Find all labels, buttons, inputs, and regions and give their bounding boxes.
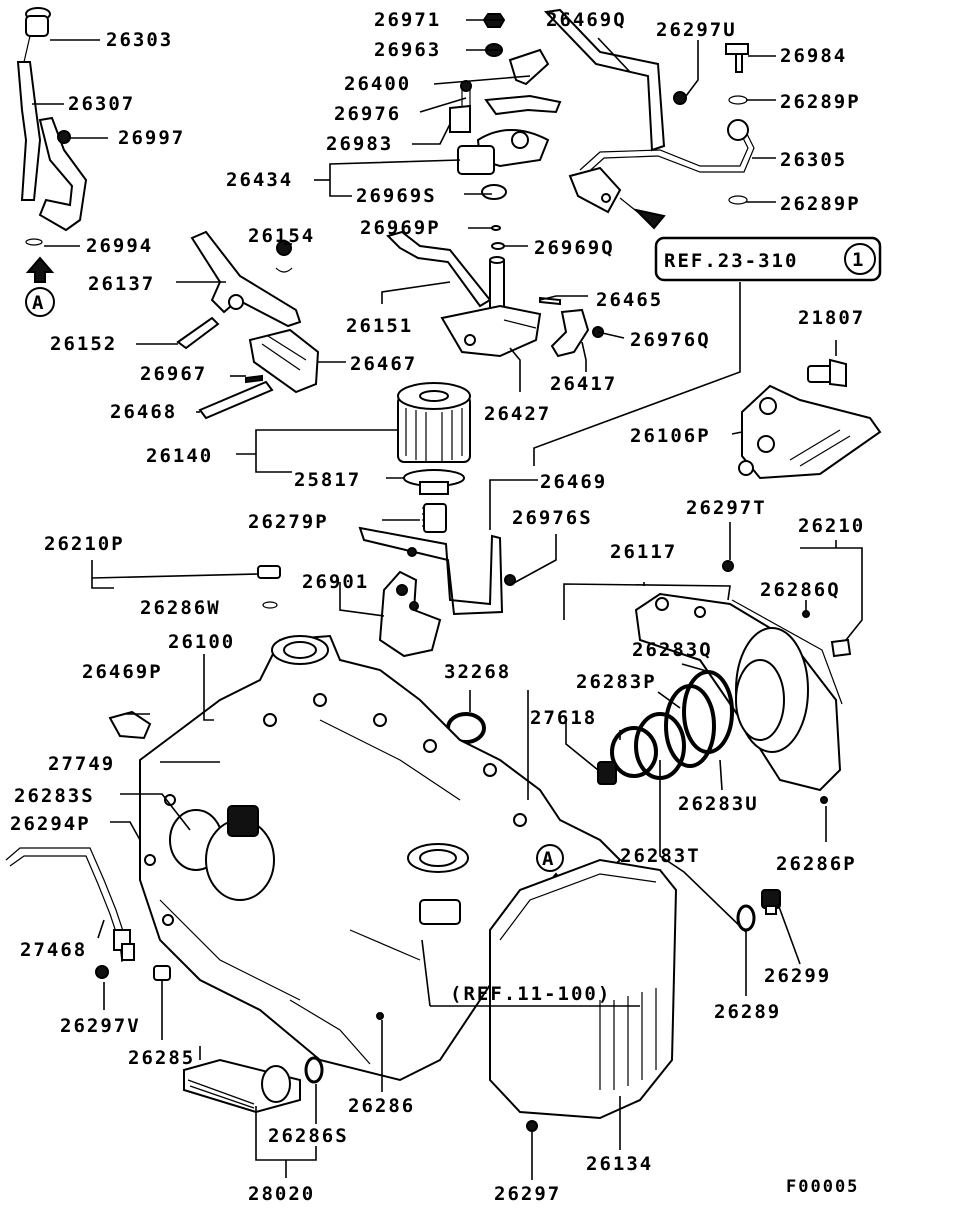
label-26434: 26434 [226, 169, 293, 191]
marker-a-top-left: A [25, 256, 55, 317]
label-26283s: 26283S [14, 785, 95, 807]
shift-lever-illustration [176, 230, 320, 420]
label-26283q: 26283Q [632, 639, 713, 661]
ref-23-310-label: REF.23-310 [664, 250, 798, 272]
label-26289: 26289 [714, 1001, 781, 1023]
marker-a-case-label: A [542, 848, 555, 870]
label-26983: 26983 [326, 133, 393, 155]
label-26297t: 26297T [686, 497, 767, 519]
selector-shaft-illustration [386, 230, 604, 358]
label-26286: 26286 [348, 1095, 415, 1117]
label-26297u: 26297U [656, 19, 737, 41]
label-26971: 26971 [374, 9, 441, 31]
ref-circle-number: 1 [852, 249, 865, 271]
label-26100: 26100 [168, 631, 235, 653]
figure-code: F00005 [786, 1177, 859, 1197]
label-26297: 26297 [494, 1183, 561, 1205]
label-26279p: 26279P [248, 511, 329, 533]
label-26137: 26137 [88, 273, 155, 295]
bracket-26469-illustration [257, 526, 516, 658]
marker-a-label: A [32, 292, 45, 314]
ref-23-310-box: REF.23-310 1 [654, 236, 882, 282]
label-26286q: 26286Q [760, 579, 841, 601]
snap-rings-illustration [446, 670, 734, 785]
label-26294p: 26294P [10, 813, 91, 835]
label-26283t: 26283T [620, 845, 701, 867]
oil-filter-illustration [397, 382, 471, 533]
label-26297v: 26297V [60, 1015, 141, 1037]
cooler-line-illustration [543, 8, 755, 230]
label-26210p: 26210P [44, 533, 125, 555]
label-26152: 26152 [50, 333, 117, 355]
label-25817: 25817 [294, 469, 361, 491]
bracket-illustration [738, 358, 882, 480]
label-26154: 26154 [248, 225, 315, 247]
label-26303: 26303 [106, 29, 173, 51]
label-26286w: 26286W [140, 597, 221, 619]
label-26307: 26307 [68, 93, 135, 115]
label-26997: 26997 [118, 127, 185, 149]
label-26468: 26468 [110, 401, 177, 423]
label-26286p: 26286P [776, 853, 857, 875]
label-26106p: 26106P [630, 425, 711, 447]
label-26283p: 26283P [576, 671, 657, 693]
oil-pan-illustration [489, 858, 678, 1132]
label-26417: 26417 [550, 373, 617, 395]
label-26400: 26400 [344, 73, 411, 95]
label-26976q: 26976Q [630, 329, 711, 351]
label-26305: 26305 [780, 149, 847, 171]
label-27618: 27618 [530, 707, 597, 729]
label-26467: 26467 [350, 353, 417, 375]
label-26289p-a: 26289P [780, 91, 861, 113]
label-26469q: 26469Q [546, 9, 627, 31]
label-27749: 27749 [48, 753, 115, 775]
label-26285: 26285 [128, 1047, 195, 1069]
label-26967: 26967 [140, 363, 207, 385]
label-26299: 26299 [764, 965, 831, 987]
label-32268: 32268 [444, 661, 511, 683]
transfer-housing-illustration [634, 560, 852, 792]
label-27468: 27468 [20, 939, 87, 961]
label-26963: 26963 [374, 39, 441, 61]
label-26469: 26469 [540, 471, 607, 493]
label-ref-11-100: (REF.11-100) [450, 983, 611, 1005]
label-26465: 26465 [596, 289, 663, 311]
label-26984: 26984 [780, 45, 847, 67]
label-21807: 21807 [798, 307, 865, 329]
label-26134: 26134 [586, 1153, 653, 1175]
label-26994: 26994 [86, 235, 153, 257]
dipstick-illustration [16, 7, 88, 246]
leader-lines [32, 19, 863, 1180]
label-26969q: 26969Q [534, 237, 615, 259]
label-26283u: 26283U [678, 793, 759, 815]
label-26289p-b: 26289P [780, 193, 861, 215]
label-26427: 26427 [484, 403, 551, 425]
label-26469p: 26469P [82, 661, 163, 683]
label-26210: 26210 [798, 515, 865, 537]
label-26901: 26901 [302, 571, 369, 593]
harness-illustration [5, 847, 171, 981]
label-26140: 26140 [146, 445, 213, 467]
part-number-labels: 26303 26307 26997 26994 26971 26963 2640… [10, 9, 865, 1205]
label-26969p: 26969P [360, 217, 441, 239]
label-28020: 28020 [248, 1183, 315, 1205]
strainer-illustration [183, 999, 371, 1114]
label-26286s: 26286S [268, 1125, 349, 1147]
label-26151: 26151 [346, 315, 413, 337]
label-26969s: 26969S [356, 185, 437, 207]
label-26976: 26976 [334, 103, 401, 125]
label-26117: 26117 [610, 541, 677, 563]
label-26976s: 26976S [512, 507, 593, 529]
